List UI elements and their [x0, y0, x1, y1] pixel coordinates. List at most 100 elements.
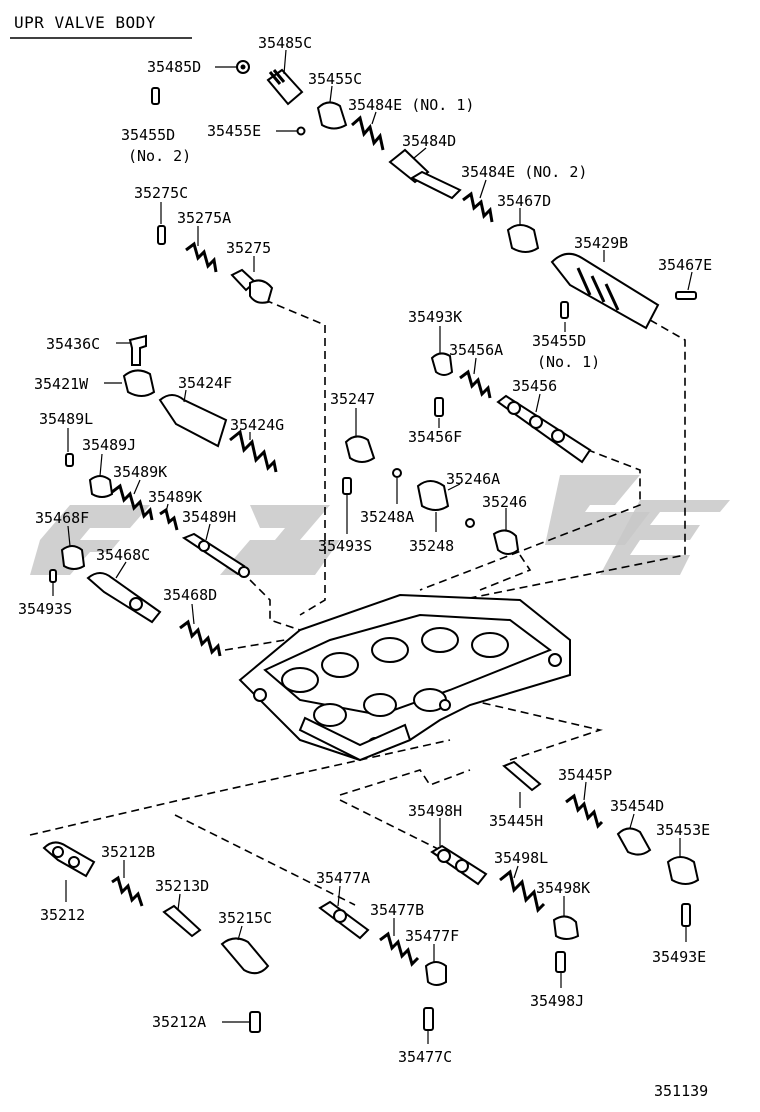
part-35455D1-pin: [560, 301, 569, 319]
part-35489K-spring-a: [111, 483, 154, 521]
part-35454D-plug: [616, 827, 652, 856]
part-35468F-plug: [60, 545, 86, 570]
part-35467E-pin: [675, 291, 697, 300]
label-35485D: 35485D: [147, 58, 201, 76]
label-35455D-no1: 35455D: [532, 332, 586, 350]
part-35498H-valve: [430, 844, 488, 886]
label-35247: 35247: [330, 390, 375, 408]
label-35436C: 35436C: [46, 335, 100, 353]
part-35445P-spring: [565, 793, 604, 829]
part-35455D2-pin: [151, 87, 160, 105]
part-35484D-valve: [388, 148, 462, 200]
label-35424G: 35424G: [230, 416, 284, 434]
part-35213D-valve: [162, 904, 202, 938]
part-35493S-pin-b: [49, 569, 57, 583]
label-35493K: 35493K: [408, 308, 462, 326]
part-35477B-spring: [379, 931, 420, 967]
label-35246A: 35246A: [446, 470, 500, 488]
part-35455E-ball: [296, 126, 306, 136]
part-35493S-pin-a: [342, 477, 352, 495]
label-35275: 35275: [226, 239, 271, 257]
part-35424F-valve: [158, 394, 228, 448]
label-35498J: 35498J: [530, 992, 584, 1010]
label-35429B: 35429B: [574, 234, 628, 252]
label-35275C: 35275C: [134, 184, 188, 202]
part-35485C-plug: [266, 68, 304, 106]
part-35477F-plug: [424, 961, 447, 986]
part-35484E2-spring: [462, 191, 494, 223]
label-35468C: 35468C: [96, 546, 150, 564]
label-35468D: 35468D: [163, 586, 217, 604]
label-35248A: 35248A: [360, 508, 414, 526]
part-35212-valve: [42, 841, 96, 878]
part-35424G-spring: [229, 429, 278, 473]
part-35436C-clip: [128, 334, 147, 366]
label-35477F: 35477F: [405, 927, 459, 945]
part-35467D-plug: [506, 224, 540, 253]
label-35455E: 35455E: [207, 122, 261, 140]
part-35489K-spring-b: [159, 507, 179, 531]
label-35477C: 35477C: [398, 1048, 452, 1066]
part-35489L-pin: [65, 453, 74, 467]
label-35248: 35248: [409, 537, 454, 555]
part-35246A-ball: [392, 468, 402, 478]
label-35489J: 35489J: [82, 436, 136, 454]
watermark-logo: [30, 475, 730, 575]
part-35247-sleeve: [344, 435, 376, 463]
part-35455C-sleeve: [316, 101, 348, 130]
label-35484E-no1: 35484E (NO. 1): [348, 96, 474, 114]
part-35489J-plug: [88, 475, 114, 498]
label-35455C: 35455C: [308, 70, 362, 88]
label-35212B: 35212B: [101, 843, 155, 861]
label-35489L: 35489L: [39, 410, 93, 428]
label-35489K-b: 35489K: [148, 488, 202, 506]
valve-body-casting: [238, 593, 571, 762]
label-35455D-no2: 35455D: [121, 126, 175, 144]
figure-number: 351139: [654, 1082, 708, 1100]
label-35477B: 35477B: [370, 901, 424, 919]
part-35212A-pin: [249, 1011, 261, 1033]
part-35493E-pin: [681, 903, 691, 927]
part-35498L-spring: [499, 869, 546, 913]
label-35215C: 35215C: [218, 909, 272, 927]
label-35456F: 35456F: [408, 428, 462, 446]
part-35421W-retainer: [122, 369, 156, 397]
label-35454D: 35454D: [610, 797, 664, 815]
part-35275A-spring: [185, 241, 218, 273]
part-35456-valve: [496, 394, 592, 464]
label-35445H: 35445H: [489, 812, 543, 830]
part-35453E-sleeve: [666, 856, 700, 885]
part-35456A-spring: [459, 369, 492, 399]
label-35484E-no2: 35484E (NO. 2): [461, 163, 587, 181]
label-35477A: 35477A: [316, 869, 370, 887]
label-35489K-a: 35489K: [113, 463, 167, 481]
leader-lines: [52, 49, 693, 1044]
label-35456A: 35456A: [449, 341, 503, 359]
label-35493S-a: 35493S: [318, 537, 372, 555]
part-35212B-spring: [111, 875, 144, 907]
label-35493E: 35493E: [652, 948, 706, 966]
part-35445H-valve: [502, 760, 542, 792]
part-35248-plug: [416, 480, 450, 511]
part-35246-plug: [492, 529, 520, 555]
label-35468F: 35468F: [35, 509, 89, 527]
part-35477A-valve: [318, 900, 370, 940]
part-35477C-pin: [423, 1007, 434, 1031]
label-35456: 35456: [512, 377, 557, 395]
part-35485D-nut: [236, 60, 250, 74]
label-35212: 35212: [40, 906, 85, 924]
label-35445P: 35445P: [558, 766, 612, 784]
label-35498L: 35498L: [494, 849, 548, 867]
part-35248A-ball: [465, 518, 475, 528]
diagram-title: UPR VALVE BODY: [14, 13, 156, 32]
part-35468D-spring: [179, 619, 222, 657]
label-35453E: 35453E: [656, 821, 710, 839]
part-35275-valve: [230, 268, 274, 304]
part-35429B-sleeve: [550, 252, 660, 330]
part-35275C-pin: [157, 225, 166, 245]
label-35275A: 35275A: [177, 209, 231, 227]
label-35212A: 35212A: [152, 1013, 206, 1031]
label-35455D-no2-note: (No. 2): [128, 147, 191, 165]
part-35456F-pin: [434, 397, 444, 417]
